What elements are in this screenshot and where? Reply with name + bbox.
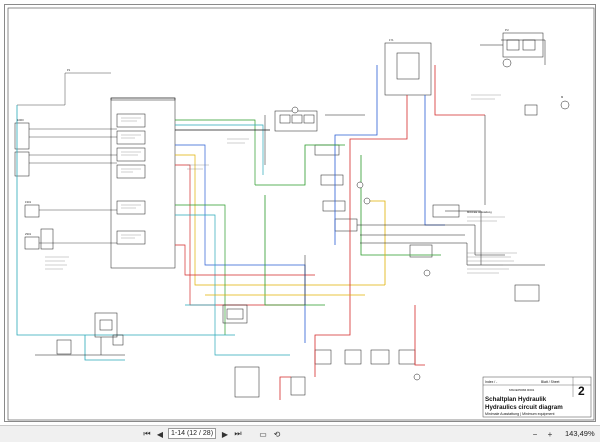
title-english: Hydraulics circuit diagram xyxy=(485,404,563,411)
fit-page-icon[interactable]: ▭ xyxy=(259,429,267,439)
sheet-label: Blatt / Sheet xyxy=(541,380,560,384)
next-page-icon[interactable]: ▶ xyxy=(221,429,229,439)
title-german: Schaltplan Hydraulik xyxy=(485,396,547,403)
sheet-number: 2 xyxy=(578,384,585,398)
document-page: 1Y1 PU P1 1000 l Minimale Ausstattung M … xyxy=(4,4,596,422)
page-number-input[interactable] xyxy=(168,428,216,439)
label-tank: 1000 l xyxy=(17,118,24,122)
zoom-in-icon[interactable]: + xyxy=(547,429,553,439)
valve-block xyxy=(222,42,460,398)
first-page-icon[interactable]: ⏮ xyxy=(143,429,151,438)
label-top-valve: 1Y1 xyxy=(389,38,394,42)
label-p1: P1 xyxy=(67,68,71,72)
doc-number: MSCEP0084 R001 xyxy=(509,388,535,392)
rotate-icon[interactable]: ⟲ xyxy=(273,429,281,439)
index-label: Index / - xyxy=(485,380,497,384)
viewer-toolbar: ⏮ ◀ ▶ ⏭ ▭ ⟲ − + 143,49% xyxy=(0,425,600,442)
label-pump-unit: PU xyxy=(505,28,509,32)
title-block: Index / - Blatt / Sheet 2 MSCEP0084 R001… xyxy=(482,376,592,418)
last-page-icon[interactable]: ⏭ xyxy=(234,429,242,438)
equipment-note: Minimale Ausstattung | Minimum equipment xyxy=(485,412,554,416)
zoom-level: 143,49% xyxy=(565,429,595,438)
label-1s01: 1S01 xyxy=(25,200,32,204)
previous-page-icon[interactable]: ◀ xyxy=(156,429,164,439)
zoom-out-icon[interactable]: − xyxy=(532,429,538,439)
hydraulic-circuit-diagram: 1Y1 PU P1 1000 l Minimale Ausstattung M … xyxy=(7,7,595,421)
control-block xyxy=(14,97,176,269)
label-2s01: 2S01 xyxy=(25,232,32,236)
label-motor: M xyxy=(561,95,563,99)
label-minimal-equipment: Minimale Ausstattung xyxy=(467,210,492,214)
